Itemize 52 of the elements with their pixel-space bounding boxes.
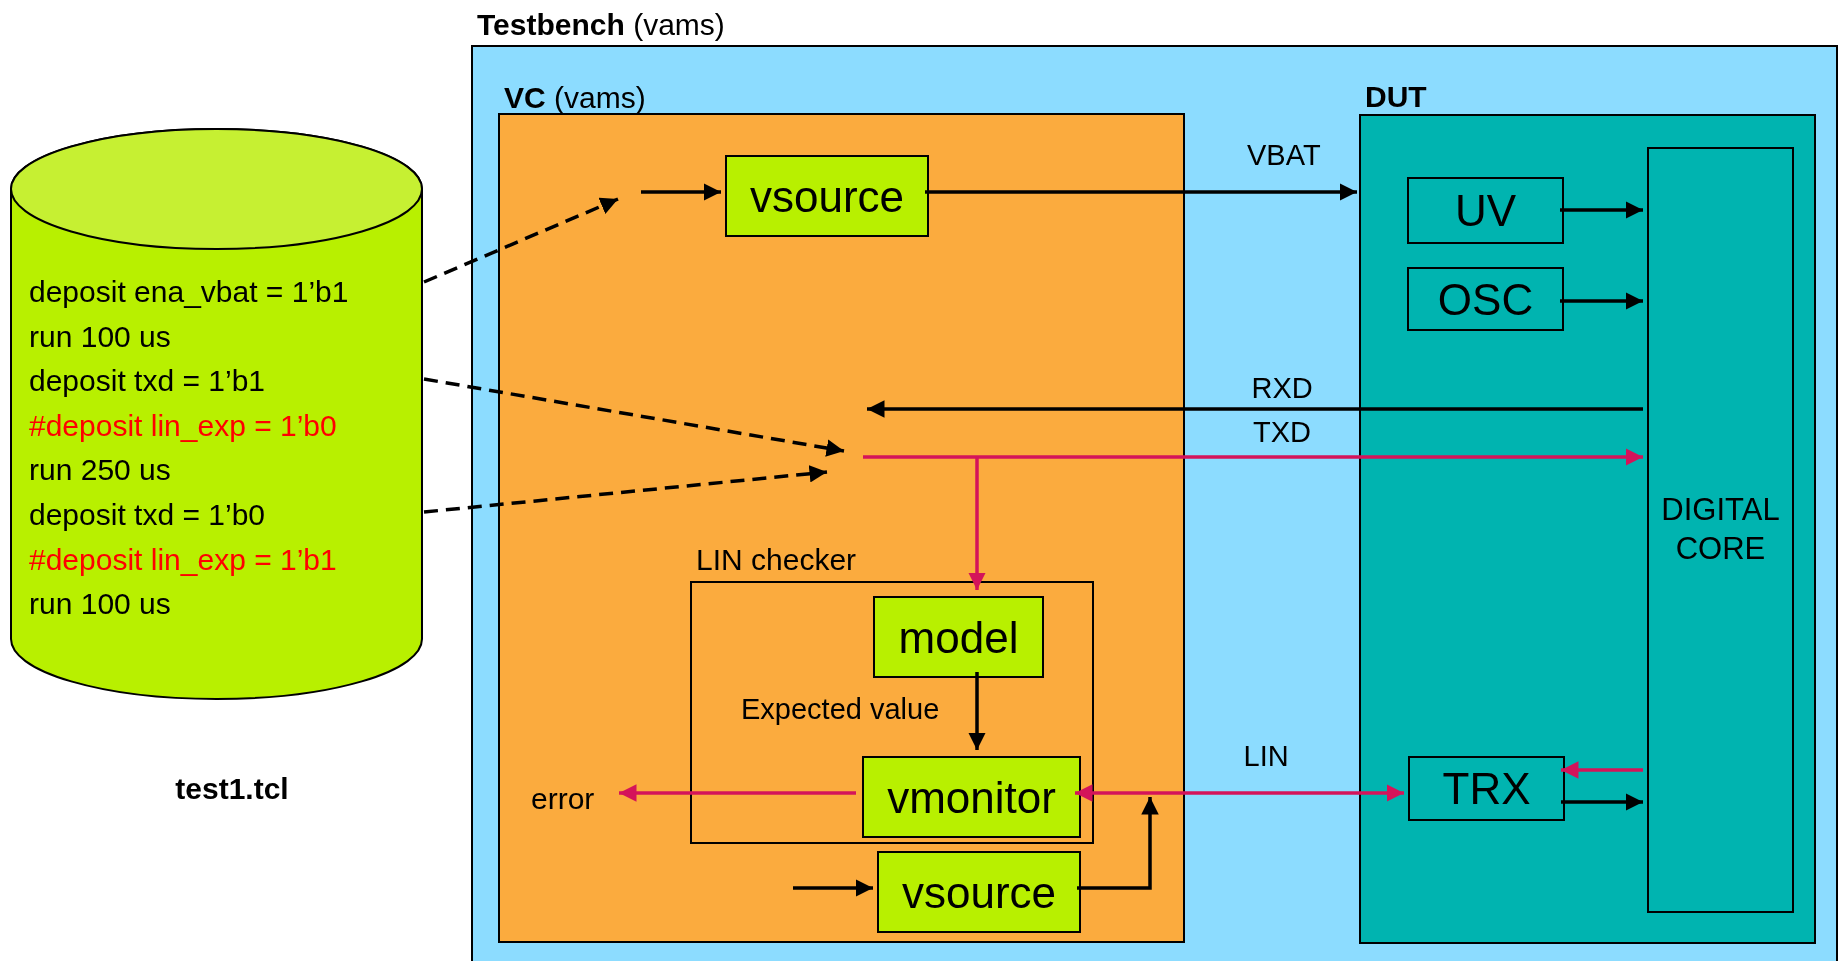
script-line: deposit txd = 1’b1 bbox=[29, 364, 265, 398]
arrow bbox=[1077, 797, 1159, 890]
monitor-block bbox=[862, 756, 1081, 838]
output-label: error bbox=[531, 782, 595, 815]
arrow bbox=[925, 183, 1357, 201]
edge-label: LIN bbox=[1243, 741, 1289, 773]
dashed-arrow bbox=[423, 465, 828, 514]
vsource-block bbox=[877, 851, 1081, 933]
block-label: model bbox=[898, 611, 1019, 664]
arrow bbox=[793, 879, 873, 897]
arrow bbox=[1075, 784, 1404, 802]
arrow bbox=[1561, 761, 1643, 779]
edge-label: RXD bbox=[1251, 373, 1313, 405]
script-line: deposit ena_vbat = 1’b1 bbox=[29, 275, 349, 308]
vsource-block bbox=[725, 155, 929, 237]
arrow bbox=[619, 784, 856, 802]
group-title: LIN checker bbox=[696, 543, 857, 576]
arrow bbox=[641, 183, 721, 201]
block-label: vmonitor bbox=[887, 771, 1056, 824]
arrow bbox=[863, 448, 1643, 466]
file-name: test1.tcl bbox=[174, 772, 290, 805]
block-label: UV bbox=[1454, 185, 1517, 237]
block-label: TRX bbox=[1442, 763, 1531, 815]
dashed-arrow bbox=[423, 197, 619, 284]
edge-label: VBAT bbox=[1247, 140, 1321, 172]
arrow bbox=[1561, 793, 1643, 811]
edge-label: TXD bbox=[1253, 417, 1311, 449]
block-label: OSC bbox=[1437, 273, 1534, 326]
block-label: vsource bbox=[749, 170, 905, 223]
arrow bbox=[1560, 292, 1643, 310]
group-title: DUT bbox=[1365, 80, 1427, 113]
block-label: vsource bbox=[901, 866, 1057, 919]
arrow bbox=[1560, 201, 1643, 219]
oscillator-block bbox=[1407, 267, 1564, 331]
arrow bbox=[968, 457, 986, 590]
script-line: run 100 us bbox=[29, 587, 171, 621]
block-label: DIGITAL CORE bbox=[1660, 491, 1781, 568]
transceiver-block bbox=[1408, 756, 1565, 821]
model-block bbox=[873, 596, 1044, 678]
script-line: #deposit lin_exp = 1’b1 bbox=[29, 542, 337, 576]
digital-core-block bbox=[1647, 147, 1794, 913]
script-line: run 100 us bbox=[29, 319, 171, 353]
edge-label: Expected value bbox=[741, 694, 940, 726]
group-title: VC (vams) bbox=[504, 81, 646, 114]
script-line: deposit txd = 1’b0 bbox=[29, 498, 265, 531]
script-line: run 250 us bbox=[29, 453, 171, 487]
group-title: Testbench (vams) bbox=[477, 8, 725, 41]
script-line: #deposit lin_exp = 1’b0 bbox=[29, 408, 337, 442]
dashed-arrow bbox=[423, 377, 845, 457]
uv-block bbox=[1407, 177, 1564, 244]
arrow bbox=[968, 672, 986, 750]
arrow bbox=[867, 400, 1643, 418]
